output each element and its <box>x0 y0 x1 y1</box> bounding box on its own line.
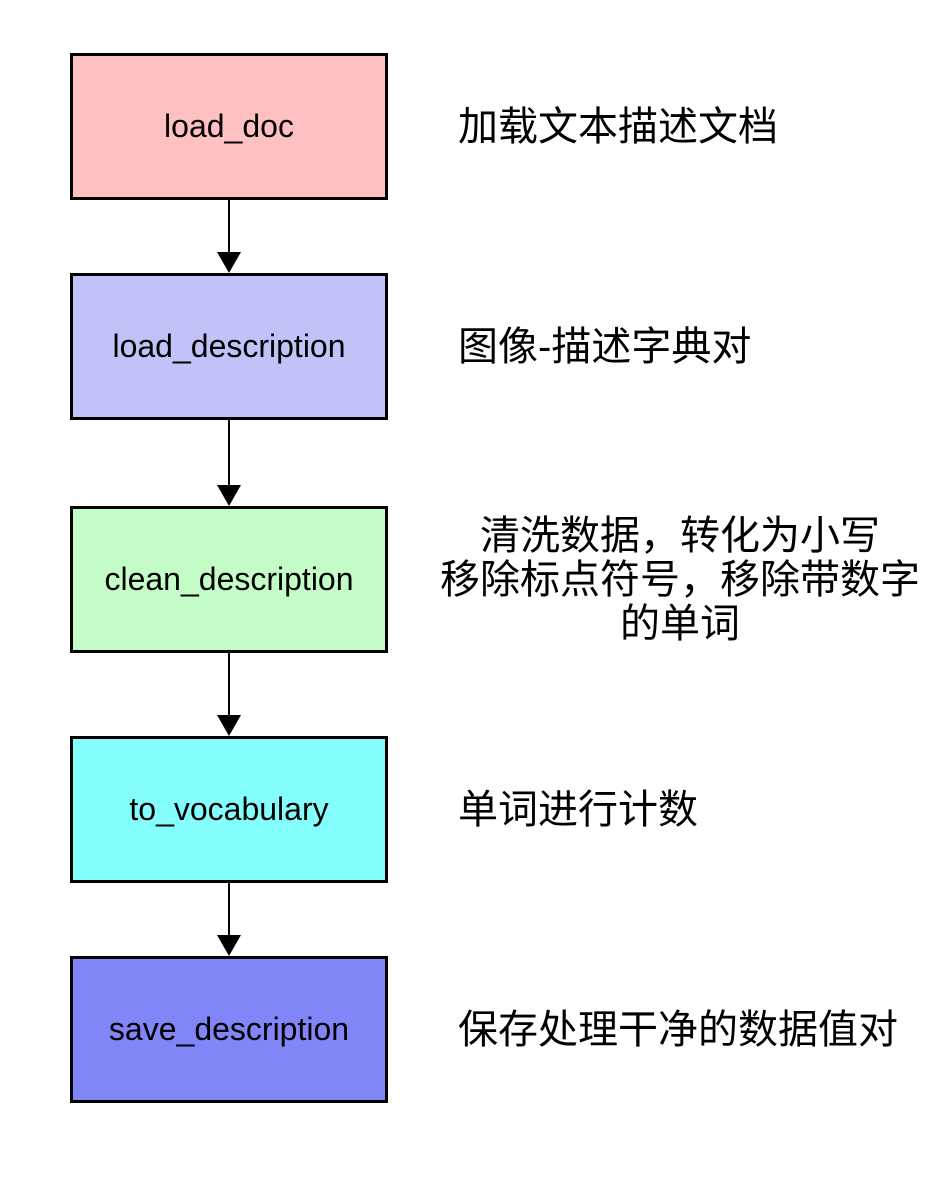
flow-node-save-description: save_description <box>70 956 388 1103</box>
arrow-shaft <box>228 653 230 715</box>
flow-node-to-vocabulary: to_vocabulary <box>70 736 388 883</box>
flow-node-label: load_doc <box>164 108 294 144</box>
annotation-load-description: 图像-描述字典对 <box>458 324 752 369</box>
annotation-clean-description: 清洗数据，转化为小写 移除标点符号，移除带数字 的单词 <box>440 513 920 646</box>
arrow-connector-3 <box>217 653 241 736</box>
arrowhead-down-icon <box>217 715 241 736</box>
flow-node-clean-description: clean_description <box>70 506 388 653</box>
flow-node-label: save_description <box>108 1011 350 1047</box>
flow-node-label: load_description <box>112 328 346 364</box>
arrowhead-down-icon <box>217 935 241 956</box>
arrow-shaft <box>228 883 230 935</box>
annotation-load-doc: 加载文本描述文档 <box>458 104 778 149</box>
arrow-shaft <box>228 200 230 252</box>
flow-node-label: to_vocabulary <box>129 791 329 827</box>
arrowhead-down-icon <box>217 252 241 273</box>
arrowhead-down-icon <box>217 485 241 506</box>
annotation-to-vocabulary: 单词进行计数 <box>458 787 698 832</box>
flow-node-load-doc: load_doc <box>70 53 388 200</box>
arrow-connector-4 <box>217 883 241 956</box>
flow-node-load-description: load_description <box>70 273 388 420</box>
flow-node-label: clean_description <box>104 561 354 597</box>
arrow-shaft <box>228 420 230 485</box>
arrow-connector-2 <box>217 420 241 506</box>
arrow-connector-1 <box>217 200 241 273</box>
annotation-save-description: 保存处理干净的数据值对 <box>458 1007 898 1052</box>
